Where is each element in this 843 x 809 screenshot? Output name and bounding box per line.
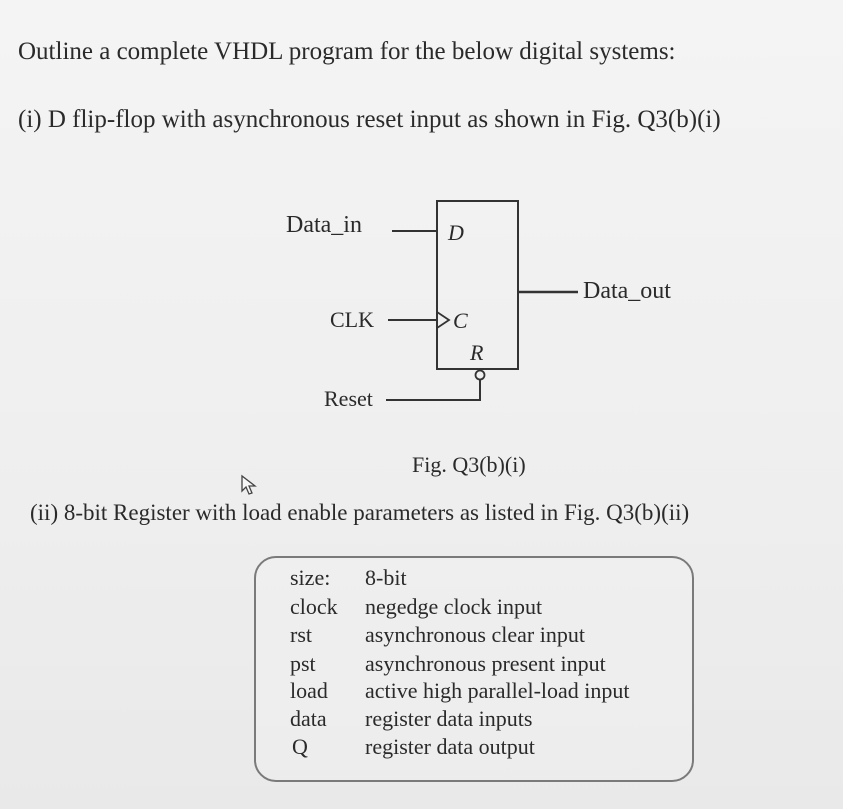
flip-flop-box	[436, 200, 519, 370]
param-name-pst: pst	[290, 651, 316, 676]
figure-caption-i: Fig. Q3(b)(i)	[412, 452, 526, 477]
param-desc-load: active high parallel-load input	[365, 678, 630, 703]
param-desc-pst: asynchronous present input	[365, 651, 606, 676]
param-desc-clock: negedge clock input	[365, 594, 543, 619]
param-desc-rst: asynchronous clear input	[365, 622, 585, 647]
param-desc-data: register data inputs	[365, 706, 533, 731]
clock-triangle-icon	[436, 311, 451, 329]
param-desc-size: 8-bit	[365, 565, 407, 590]
param-name-data: data	[290, 706, 327, 731]
pin-r-label: R	[469, 340, 484, 365]
data-in-label: Data_in	[286, 212, 362, 238]
param-name-rst: rst	[290, 622, 312, 647]
reset-wire	[386, 380, 481, 401]
question-heading: Outline a complete VHDL program for the …	[18, 38, 676, 65]
param-name-q: Q	[292, 734, 308, 759]
param-name-size: size:	[290, 565, 331, 590]
pin-d-label: D	[447, 220, 464, 245]
part-ii-description: (ii) 8-bit Register with load enable par…	[30, 500, 690, 525]
parameter-box	[254, 556, 694, 782]
part-i-description: (i) D flip-flop with asynchronous reset …	[18, 106, 721, 133]
reset-bubble	[474, 369, 486, 381]
param-name-clock: clock	[290, 594, 338, 619]
data-out-label: Data_out	[583, 278, 671, 304]
clk-label: CLK	[330, 307, 374, 332]
mouse-pointer-icon	[241, 474, 257, 495]
param-desc-q: register data output	[365, 734, 535, 759]
reset-label: Reset	[324, 386, 373, 411]
pin-c-label: C	[453, 308, 468, 333]
param-name-load: load	[290, 678, 328, 703]
